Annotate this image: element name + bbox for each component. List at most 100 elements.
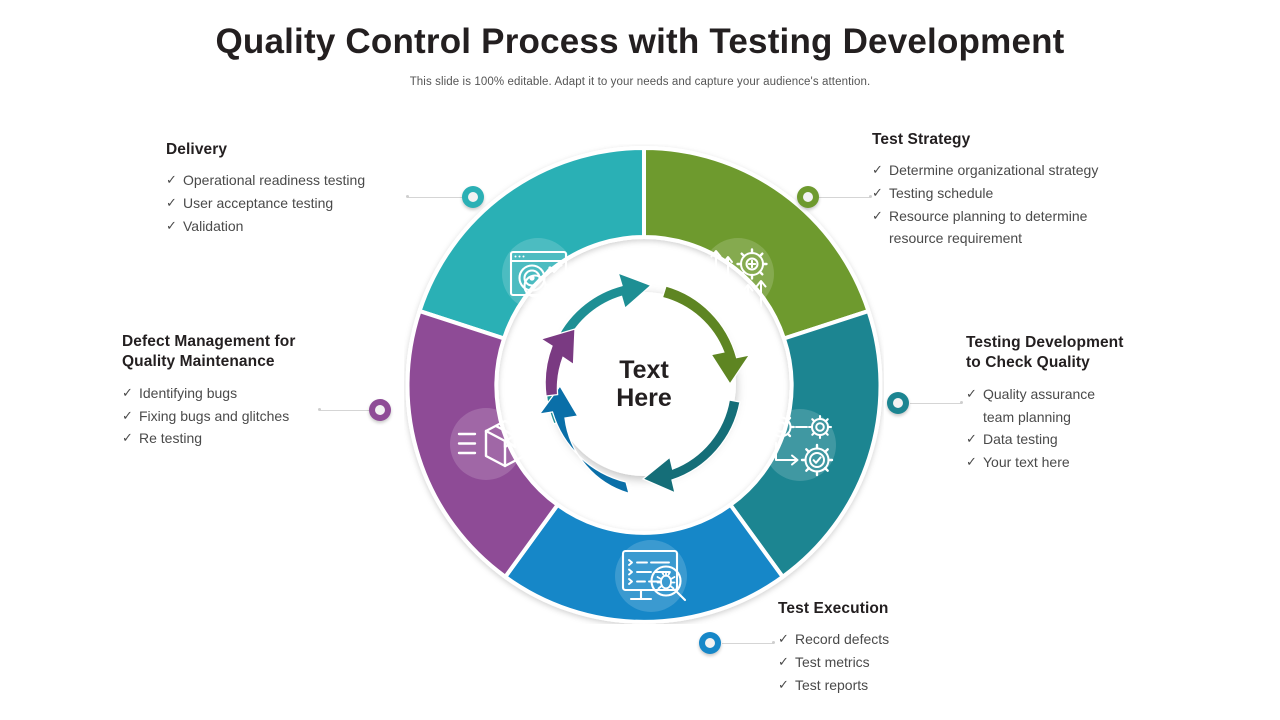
list-item-label: team planning	[983, 408, 1071, 425]
list-item: ✓ Your text here	[966, 451, 1124, 474]
process-arrows	[538, 271, 751, 495]
check-icon: ✓	[122, 384, 133, 400]
list-item: ✓ User acceptance testing	[166, 192, 365, 215]
list-item-label: Operational readiness testing	[183, 172, 366, 189]
leader-line-delivery	[408, 197, 466, 198]
block-testdev-list: ✓ Quality assurance team planning ✓ Data t…	[966, 383, 1124, 474]
check-icon: ✓	[872, 185, 883, 201]
list-item-label: Record defects	[795, 631, 890, 648]
marker-defect[interactable]	[369, 399, 391, 421]
arrow-defect	[539, 328, 576, 397]
leader-line-testdev	[910, 403, 962, 404]
list-item: ✓ Resource planning to determine	[872, 205, 1098, 228]
block-testdev-heading: Testing Development to Check Quality	[966, 333, 1124, 374]
list-item-label: Data testing	[983, 431, 1058, 448]
list-item: ✓ Test reports	[778, 674, 889, 697]
leader-dot-delivery	[406, 195, 409, 198]
block-execution-list: ✓ Record defects ✓ Test metrics ✓ Test repo…	[778, 628, 889, 696]
list-item-label: Test metrics	[795, 654, 870, 671]
block-defect-heading: Defect Management for Quality Maintenanc…	[122, 332, 296, 373]
marker-delivery[interactable]	[462, 186, 484, 208]
list-item-label: User acceptance testing	[183, 195, 334, 212]
list-item-label: Fixing bugs and glitches	[139, 407, 290, 424]
block-delivery: Delivery ✓ Operational readiness testing …	[166, 140, 365, 237]
marker-testdev[interactable]	[887, 392, 909, 414]
page-title: Quality Control Process with Testing Dev…	[215, 22, 1065, 61]
leader-line-defect	[320, 410, 370, 411]
leader-dot-execution	[772, 641, 775, 644]
gears-arrows-up-icon	[703, 248, 768, 312]
arrow-strategy	[661, 285, 751, 386]
check-icon: ✓	[778, 631, 789, 647]
list-item-label: resource requirement	[889, 230, 1023, 247]
check-icon: ✓	[966, 385, 977, 401]
list-item-label: Your text here	[983, 453, 1070, 470]
list-item: ✓ Fixing bugs and glitches	[122, 405, 296, 428]
icon-bubble-testdev	[764, 409, 836, 481]
list-item-label: Testing schedule	[889, 185, 994, 202]
check-icon: ✓	[778, 654, 789, 670]
center-circle	[552, 292, 736, 476]
monitor-bug-search-icon	[621, 549, 687, 602]
marker-execution[interactable]	[699, 632, 721, 654]
list-item-continuation: resource requirement	[872, 227, 1098, 250]
page-subtitle: This slide is 100% editable. Adapt it to…	[409, 76, 871, 88]
segment-testing-development[interactable]	[727, 308, 883, 580]
list-item-label: Resource planning to determine	[889, 207, 1088, 224]
check-icon: ✓	[122, 407, 133, 423]
block-defect-list: ✓ Identifying bugs ✓ Fixing bugs and glitc…	[122, 382, 296, 450]
list-item-label: Determine organizational strategy	[889, 162, 1099, 179]
block-testing-development: Testing Development to Check Quality ✓ Qu…	[966, 333, 1124, 474]
leader-dot-defect	[318, 408, 321, 411]
list-item-label: Re testing	[139, 430, 203, 447]
list-item-label: Identifying bugs	[139, 384, 238, 401]
check-icon: ✓	[778, 676, 789, 692]
list-item: ✓ Operational readiness testing	[166, 169, 365, 192]
check-icon: ✓	[166, 172, 177, 188]
block-testdev-heading-line2: to Check Quality	[966, 354, 1090, 372]
segment-delivery-fill[interactable]	[417, 145, 646, 341]
list-item-continuation: team planning	[966, 406, 1124, 429]
check-icon: ✓	[966, 431, 977, 447]
analytics-target-icon	[509, 250, 568, 304]
package-box-icon	[457, 419, 526, 468]
check-icon: ✓	[166, 217, 177, 233]
block-delivery-heading: Delivery	[166, 141, 228, 158]
list-item: ✓Re testing	[122, 427, 296, 450]
leader-line-strategy	[819, 197, 871, 198]
list-item: ✓ Quality assurance	[966, 383, 1124, 406]
block-test-strategy: Test Strategy ✓ Determine organizational …	[872, 130, 1098, 250]
block-testdev-heading-line1: Testing Development	[966, 334, 1124, 351]
list-item: ✓ Record defects	[778, 628, 889, 651]
leader-line-execution	[722, 643, 774, 644]
list-item: ✓ Testing schedule	[872, 182, 1098, 205]
check-icon: ✓	[872, 162, 883, 178]
block-strategy-heading: Test Strategy	[872, 131, 971, 148]
icon-bubble-execution	[615, 540, 687, 612]
list-item-label: Quality assurance	[983, 385, 1096, 402]
list-item: ✓ Identifying bugs	[122, 382, 296, 405]
list-item-label: Validation	[183, 217, 244, 234]
block-defect-heading-line2: Quality Maintenance	[122, 353, 275, 371]
check-icon: ✓	[166, 195, 177, 211]
list-item: ✓ Validation	[166, 215, 365, 238]
segment-test-strategy[interactable]	[642, 145, 871, 341]
block-execution-heading: Test Execution	[778, 600, 889, 617]
leader-dot-testdev	[960, 401, 963, 404]
leader-dot-strategy	[869, 195, 872, 198]
list-item: ✓ Data testing	[966, 428, 1124, 451]
block-defect-management: Defect Management for Quality Maintenanc…	[122, 332, 296, 450]
list-item: ✓ Determine organizational strategy	[872, 159, 1098, 182]
block-test-execution: Test Execution ✓ Record defects ✓ Test met…	[778, 599, 889, 696]
block-defect-heading-line1: Defect Management for	[122, 333, 296, 350]
check-icon: ✓	[966, 453, 977, 469]
block-strategy-list: ✓ Determine organizational strategy ✓ Test…	[872, 159, 1098, 250]
arrow-execution	[538, 384, 630, 495]
arrow-testdev	[641, 399, 741, 494]
block-delivery-list: ✓ Operational readiness testing ✓ User acc…	[166, 169, 365, 237]
check-icon: ✓	[872, 207, 883, 223]
gears-workflow-check-icon	[767, 413, 834, 477]
marker-strategy[interactable]	[797, 186, 819, 208]
list-item-label: Test reports	[795, 676, 869, 693]
